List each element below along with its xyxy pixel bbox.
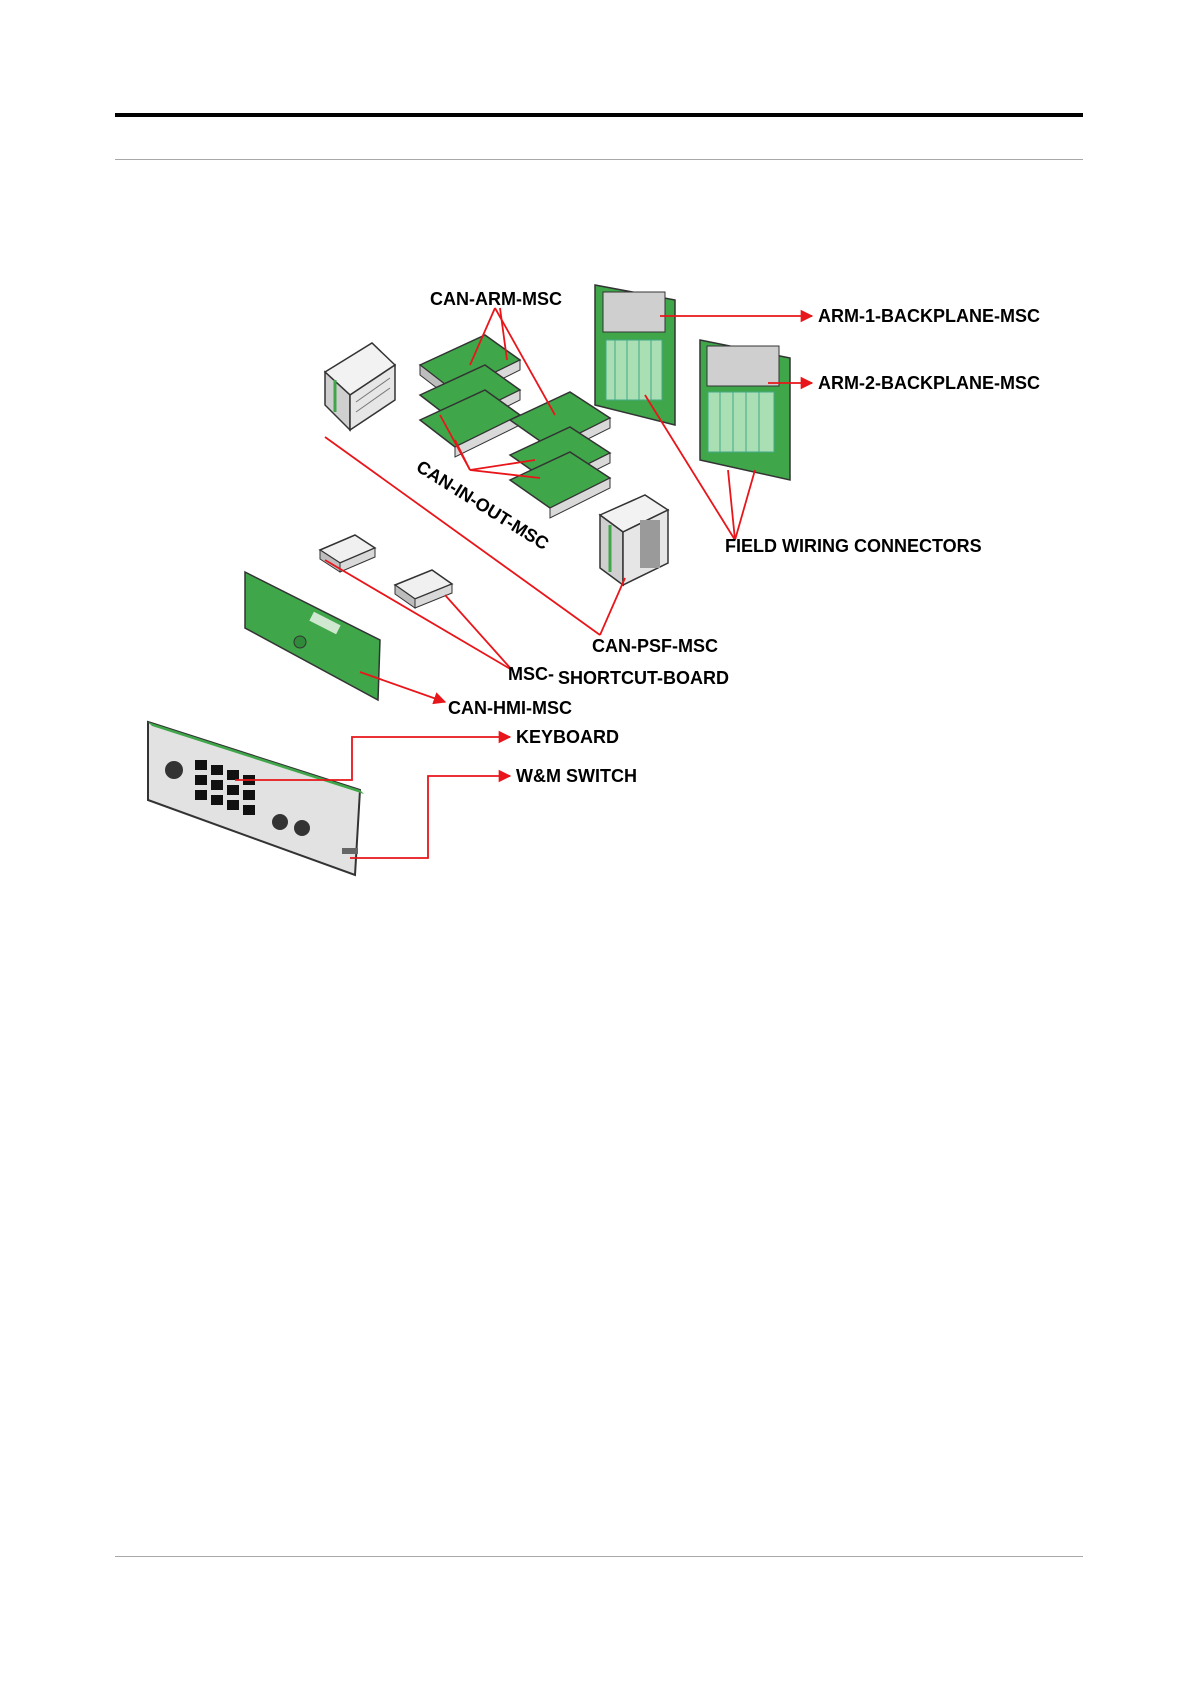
label-shortcut-board: SHORTCUT-BOARD: [558, 668, 729, 688]
label-keyboard: KEYBOARD: [516, 727, 619, 747]
label-can-hmi-msc: CAN-HMI-MSC: [448, 698, 572, 718]
label-wm-switch: W&M SWITCH: [516, 766, 637, 786]
label-field-wiring-connectors: FIELD WIRING CONNECTORS: [725, 536, 982, 556]
can-arm-stack-right: [510, 392, 610, 518]
label-arm-2-backplane: ARM-2-BACKPLANE-MSC: [818, 373, 1040, 393]
label-arm-1-backplane: ARM-1-BACKPLANE-MSC: [818, 306, 1040, 326]
arm-2-backplane: [700, 340, 790, 480]
label-can-arm-msc: CAN-ARM-MSC: [430, 289, 562, 309]
label-msc-prefix: MSC-: [508, 664, 554, 684]
footer-rule: [115, 1556, 1083, 1557]
msc-shortcut-board-1: [320, 535, 375, 572]
arm-1-backplane: [595, 285, 675, 425]
can-arm-stack-left: [420, 335, 520, 457]
can-hmi-board: [245, 572, 380, 700]
can-psf-module-lower: [600, 495, 668, 585]
hmi-front-panel: [148, 722, 364, 875]
label-can-psf-msc: CAN-PSF-MSC: [592, 636, 718, 656]
msc-shortcut-board-2: [395, 570, 452, 608]
can-psf-module-upper: [325, 343, 395, 430]
